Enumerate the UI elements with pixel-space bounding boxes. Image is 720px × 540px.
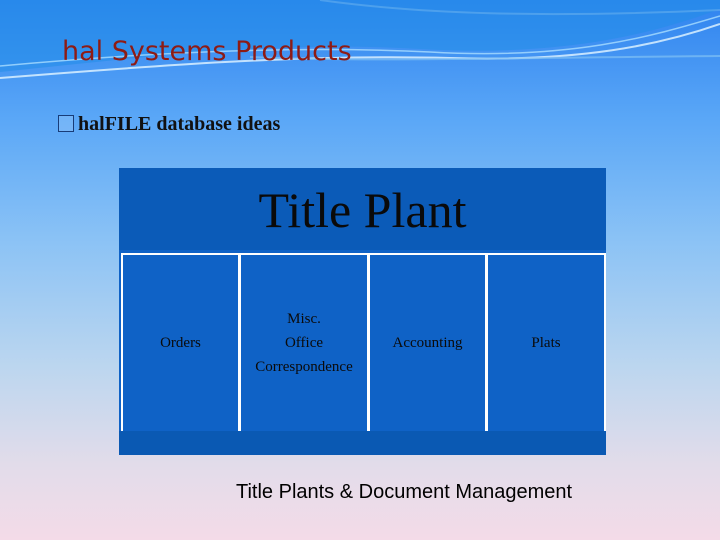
diagram-cell-plats: Plats xyxy=(486,253,606,433)
diagram-cell-misc-office-correspondence: Misc. Office Correspondence xyxy=(239,253,369,433)
bullet-text: FILE database ideas xyxy=(104,113,281,135)
footer-caption: Title Plants & Document Management xyxy=(236,481,573,503)
diagram-cell-orders: Orders xyxy=(121,253,240,433)
slide-title: hal Systems Products xyxy=(62,36,352,67)
bullet-emphasis: hal xyxy=(78,113,105,135)
diagram-cell-label: Misc. Office Correspondence xyxy=(255,311,353,375)
diagram-cell-label: Orders xyxy=(160,335,201,351)
diagram-title: Title Plant xyxy=(258,182,467,238)
diagram-cell-label: Accounting xyxy=(392,335,463,351)
bullet-line: halFILE database ideas xyxy=(58,113,280,136)
missing-glyph-icon xyxy=(58,115,74,132)
diagram-cell-label: Plats xyxy=(531,335,561,351)
diagram-cell-accounting: Accounting xyxy=(368,253,487,433)
diagram-header xyxy=(119,168,606,250)
diagram-footer-strip xyxy=(119,431,606,455)
